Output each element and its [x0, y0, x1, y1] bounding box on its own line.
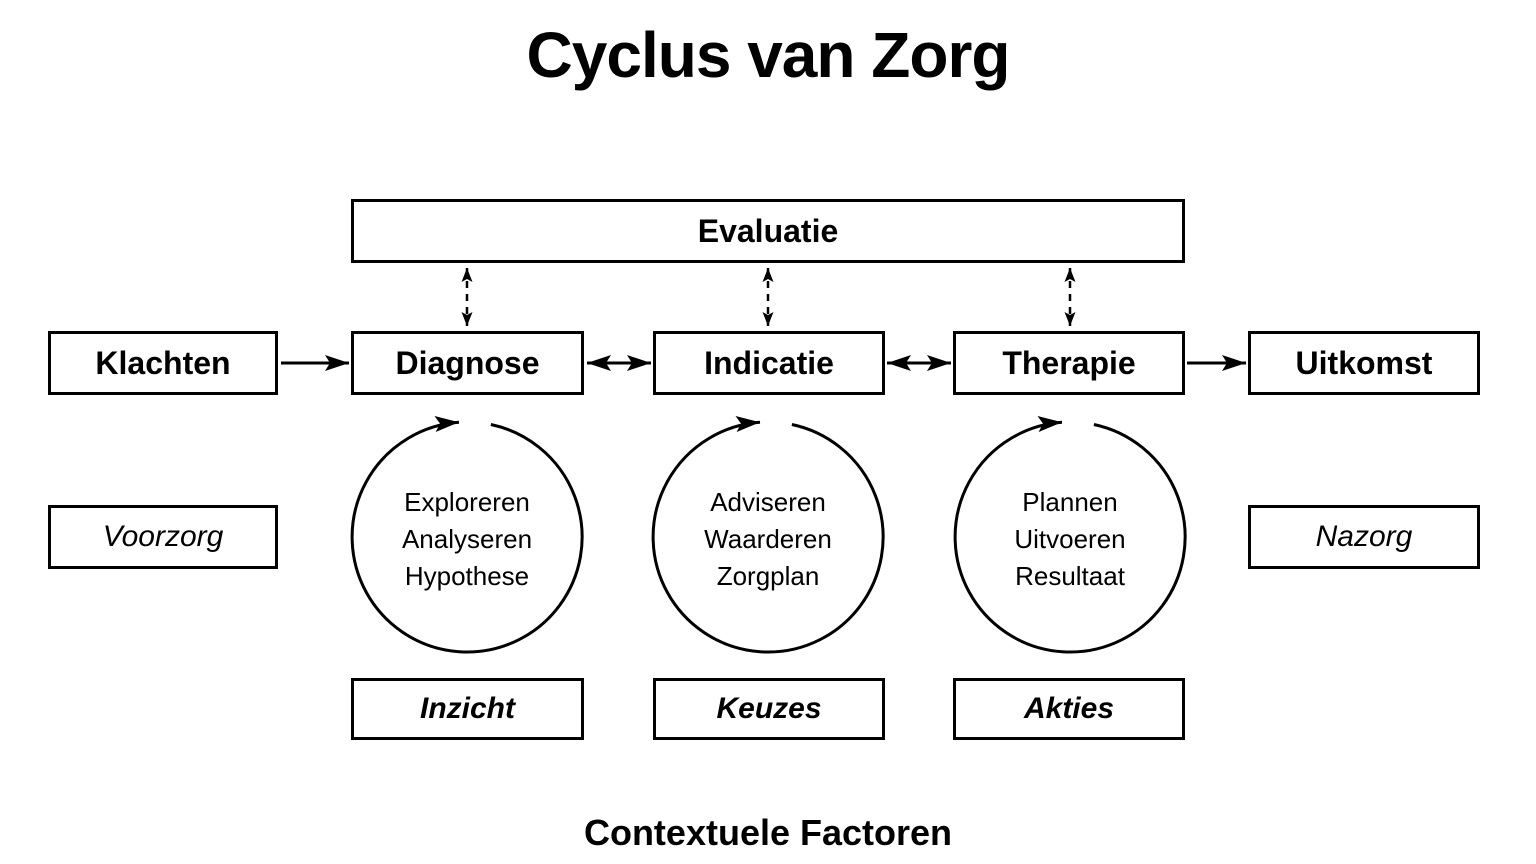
cycle-step: Waarderen [704, 524, 832, 554]
side-box-voorzorg: Voorzorg [48, 505, 278, 569]
cycle-step: Resultaat [1015, 561, 1125, 591]
cycle-steps-indicatie: Adviseren Waarderen Zorgplan [648, 484, 888, 595]
cycle-step: Exploreren [404, 487, 530, 517]
flow-box-klachten: Klachten [48, 331, 278, 395]
cycle-step: Adviseren [710, 487, 826, 517]
result-box-keuzes: Keuzes [653, 678, 885, 740]
cycle-step: Uitvoeren [1014, 524, 1126, 554]
cycle-step: Zorgplan [716, 561, 820, 591]
result-box-inzicht: Inzicht [351, 678, 584, 740]
cycle-steps-therapie: Plannen Uitvoeren Resultaat [950, 484, 1190, 595]
evaluation-box: Evaluatie [351, 199, 1185, 263]
cycle-step: Hypothese [404, 561, 530, 591]
cycle-step: Analyseren [401, 524, 533, 554]
result-box-akties: Akties [953, 678, 1185, 740]
footer-title: Contextuele Factoren [583, 812, 953, 853]
side-box-nazorg: Nazorg [1248, 505, 1480, 569]
cycle-step: Plannen [1022, 487, 1118, 517]
flow-box-diagnose: Diagnose [351, 331, 584, 395]
flow-box-uitkomst: Uitkomst [1248, 331, 1480, 395]
page-title: Cyclus van Zorg [526, 19, 1011, 91]
cycle-steps-diagnose: Exploreren Analyseren Hypothese [347, 484, 587, 595]
flow-box-indicatie: Indicatie [653, 331, 885, 395]
flow-box-therapie: Therapie [953, 331, 1185, 395]
